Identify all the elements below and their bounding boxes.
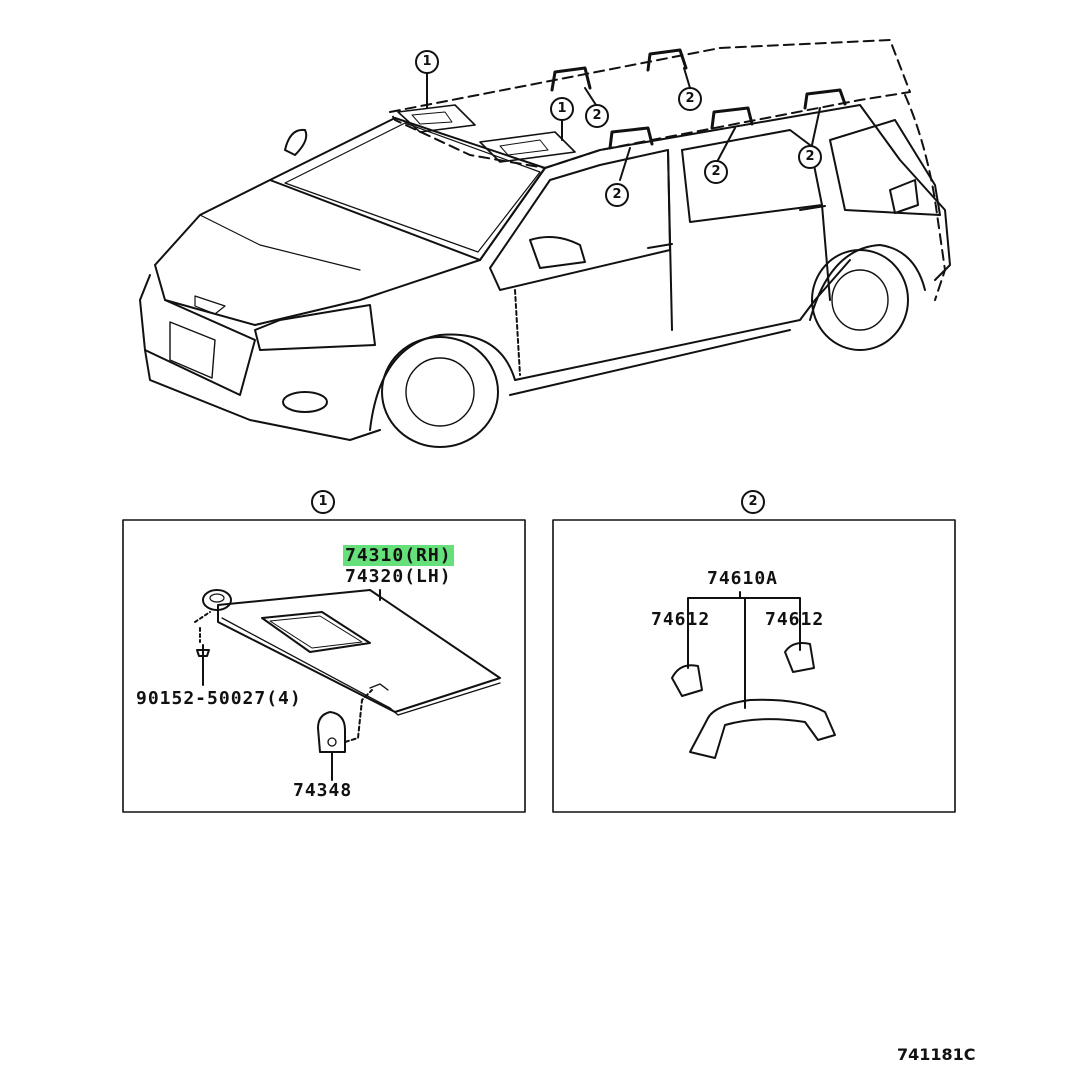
- callout-grip-2: 2: [678, 87, 702, 111]
- panel-2-header-callout: 2: [741, 490, 765, 514]
- part-label-74320-lh: 74320(LH): [345, 566, 452, 587]
- panel-1-header-callout: 1: [311, 490, 335, 514]
- part-label-screw: 90152-50027(4): [136, 688, 302, 709]
- part-label-grip-cover-right: 74612: [765, 609, 825, 630]
- highlighted-part-number: 74310(RH): [343, 545, 454, 566]
- vehicle-illustration: [139, 39, 951, 448]
- callout-grip-3: 2: [605, 183, 629, 207]
- callout-sun-visor-rear: 1: [550, 97, 574, 121]
- callout-grip-1: 2: [585, 104, 609, 128]
- drawing-reference-code: 741181C: [897, 1045, 976, 1064]
- part-label-grip-assy: 74610A: [707, 568, 779, 589]
- callout-grip-5: 2: [798, 145, 822, 169]
- part-label-grip-cover-left: 74612: [651, 609, 711, 630]
- callout-sun-visor-front: 1: [415, 50, 439, 74]
- panel-2-assist-grip: [552, 519, 956, 813]
- part-label-visor-holder: 74348: [293, 780, 353, 801]
- panel-1-sun-visor: [122, 519, 526, 813]
- part-label-74310-rh: 74310(RH): [343, 545, 454, 566]
- callout-grip-4: 2: [704, 160, 728, 184]
